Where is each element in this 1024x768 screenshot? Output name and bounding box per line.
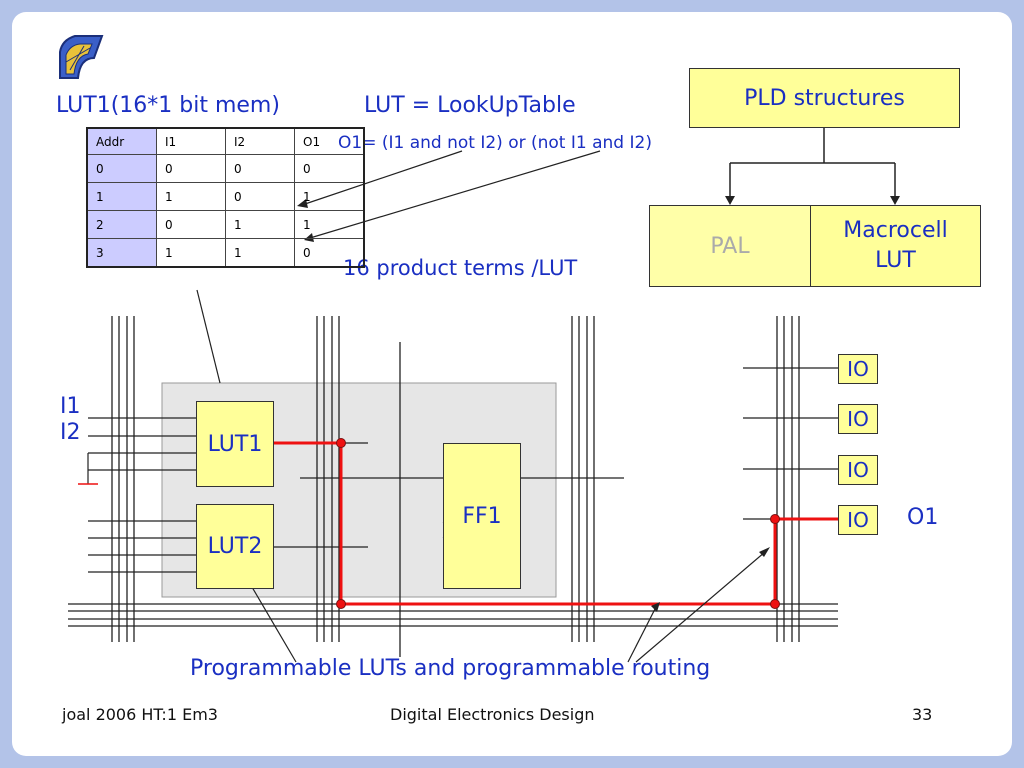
lut-input-wires [87, 417, 197, 573]
lut1-block: LUT1 [196, 401, 274, 487]
io-pad: IO [838, 505, 878, 535]
io-pad: IO [838, 354, 878, 384]
table-cell: 2 [86, 210, 157, 239]
table-header-cell: I2 [225, 127, 295, 155]
hierarchy-arrowheads [725, 196, 900, 205]
table-cell: 1 [294, 182, 365, 211]
equation-text: O1= (I1 and not I2) or (not I1 and I2) [338, 133, 652, 153]
table-cell: 1 [156, 182, 226, 211]
hierarchy-connectors [729, 127, 896, 198]
table-cell: 0 [86, 154, 157, 183]
logo-globe-icon [59, 35, 104, 79]
table-cell: 0 [156, 210, 226, 239]
cluster-wires [273, 367, 838, 548]
pld-structures-box: PLD structures [689, 68, 960, 128]
horizontal-routing [68, 603, 838, 627]
footer-course: Digital Electronics Design [390, 705, 595, 724]
page-number: 33 [912, 705, 933, 724]
routing-caption: Programmable LUTs and programmable routi… [190, 656, 711, 681]
output-o1-label: O1 [907, 505, 939, 530]
table-header-row: Addr I1 I2 O1 [86, 127, 365, 155]
table-cell: 1 [225, 238, 295, 268]
table-header-cell: Addr [86, 127, 157, 155]
table-cell: 1 [294, 210, 365, 239]
lut-definition: LUT = LookUpTable [364, 93, 576, 118]
macrocell-lut-box: Macrocell LUT [810, 205, 981, 287]
input-i1-label: I1 [60, 394, 81, 419]
table-row: 1 1 0 1 [86, 182, 365, 211]
footer-author: joal 2006 HT:1 Em3 [62, 705, 218, 724]
table-cell: 0 [156, 154, 226, 183]
lut2-block: LUT2 [196, 504, 274, 589]
table-row: 0 0 0 0 [86, 154, 365, 183]
table-row: 3 1 1 0 [86, 238, 365, 268]
table-cell: 3 [86, 238, 157, 268]
ff1-block: FF1 [443, 443, 521, 589]
route-junctions [336, 438, 780, 609]
lut-truth-table: Addr I1 I2 O1 0 0 0 0 1 1 0 1 2 0 1 1 3 … [86, 127, 365, 268]
table-cell: 0 [294, 154, 365, 183]
table-cell: 1 [225, 210, 295, 239]
io-pad: IO [838, 455, 878, 485]
table-cell: 1 [86, 182, 157, 211]
input-i2-label: I2 [60, 420, 81, 445]
programmable-route [273, 441, 838, 606]
table-cell: 0 [225, 154, 295, 183]
table-cell: 1 [156, 238, 226, 268]
vertical-routing [111, 316, 800, 657]
table-header-cell: O1 [294, 127, 365, 155]
table-cell: 0 [294, 238, 365, 268]
pal-box: PAL [649, 205, 811, 287]
lut1-title: LUT1(16*1 bit mem) [56, 93, 280, 118]
product-terms-text: 16 product terms /LUT [343, 256, 578, 280]
table-header-cell: I1 [156, 127, 226, 155]
io-pad: IO [838, 404, 878, 434]
table-row: 2 0 1 1 [86, 210, 365, 239]
table-cell: 0 [225, 182, 295, 211]
